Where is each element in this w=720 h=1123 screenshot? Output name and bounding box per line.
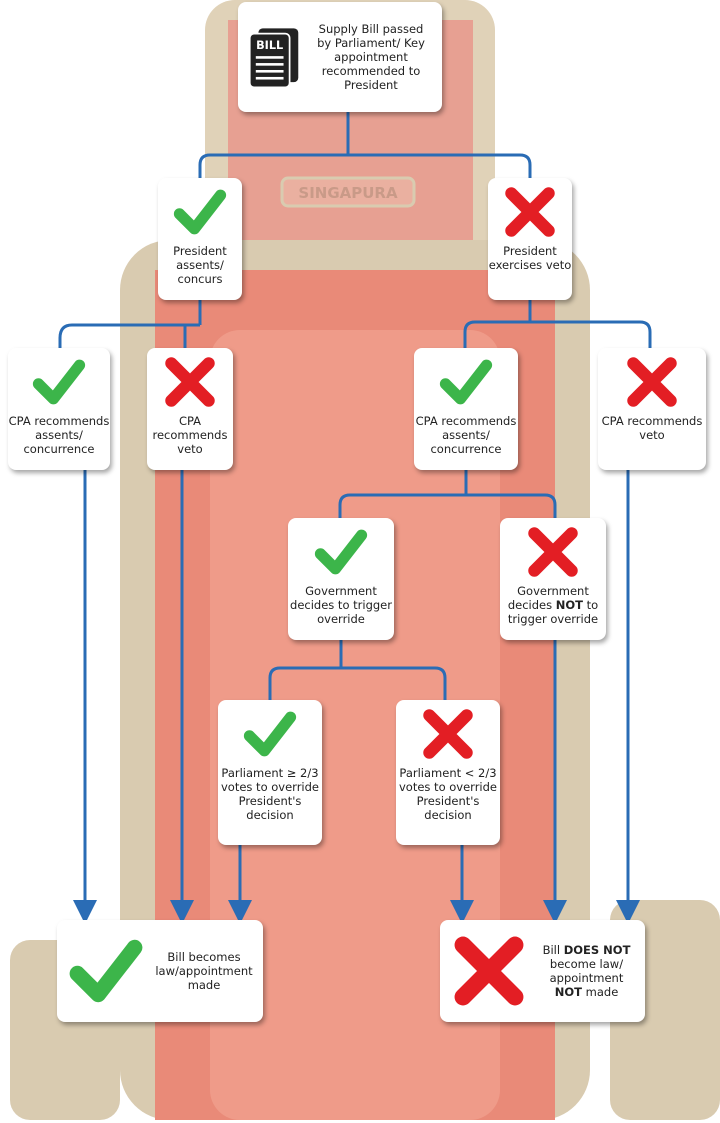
check-icon [173, 189, 227, 235]
chair-crest-text: SINGAPURA [298, 184, 398, 202]
box-text: CPA recommends veto [601, 414, 703, 442]
box-text: Government decides NOT to trigger overri… [507, 584, 599, 626]
check-icon [439, 359, 493, 405]
outcome-law-box: Bill becomes law/appointment made [57, 920, 263, 1022]
box-text: CPA recommends assents/ concurrence [415, 414, 517, 456]
cross-icon [423, 709, 473, 759]
check-icon [69, 939, 143, 1003]
president-veto-box: President exercises veto [488, 178, 572, 300]
box-text: CPA recommends veto [152, 414, 228, 456]
cpa-right-assent-box: CPA recommends assents/ concurrence [414, 348, 518, 470]
check-icon [243, 711, 297, 757]
cross-icon [165, 357, 215, 407]
box-text: Parliament ≥ 2/3 votes to override Presi… [220, 766, 319, 822]
start-text: Supply Bill passed by Parliament/ Key ap… [317, 22, 425, 92]
govt-trigger-box: Government decides to trigger override [288, 518, 394, 640]
cross-icon [627, 357, 677, 407]
cpa-left-assent-box: CPA recommends assents/ concurrence [8, 348, 110, 470]
check-icon [314, 529, 368, 575]
box-text: President exercises veto [488, 244, 572, 272]
box-text: Bill becomes law/appointment made [155, 950, 253, 992]
svg-text:BILL: BILL [256, 39, 283, 52]
govt-not-trigger-box: Government decides NOT to trigger overri… [500, 518, 606, 640]
president-assents-box: President assents/ concurs [158, 178, 242, 300]
box-text: CPA recommends assents/ concurrence [8, 414, 110, 456]
box-text: Bill DOES NOT become law/ appointment NO… [542, 943, 631, 999]
outcome-not-law-box: Bill DOES NOT become law/ appointment NO… [440, 920, 645, 1022]
cpa-right-veto-box: CPA recommends veto [598, 348, 706, 470]
cpa-left-veto-box: CPA recommends veto [147, 348, 233, 470]
cross-icon [505, 187, 555, 237]
cross-icon [454, 936, 524, 1006]
box-text: Government decides to trigger override [290, 584, 392, 626]
box-text: President assents/ concurs [173, 244, 227, 286]
parliament-fail-box: Parliament < 2/3 votes to override Presi… [396, 700, 500, 845]
check-icon [32, 359, 86, 405]
bill-document-icon: BILL [248, 28, 299, 88]
box-text: Parliament < 2/3 votes to override Presi… [398, 766, 497, 822]
start-box: BILL Supply Bill passed by Parliament/ K… [238, 2, 442, 112]
cross-icon [528, 527, 578, 577]
parliament-pass-box: Parliament ≥ 2/3 votes to override Presi… [218, 700, 322, 845]
